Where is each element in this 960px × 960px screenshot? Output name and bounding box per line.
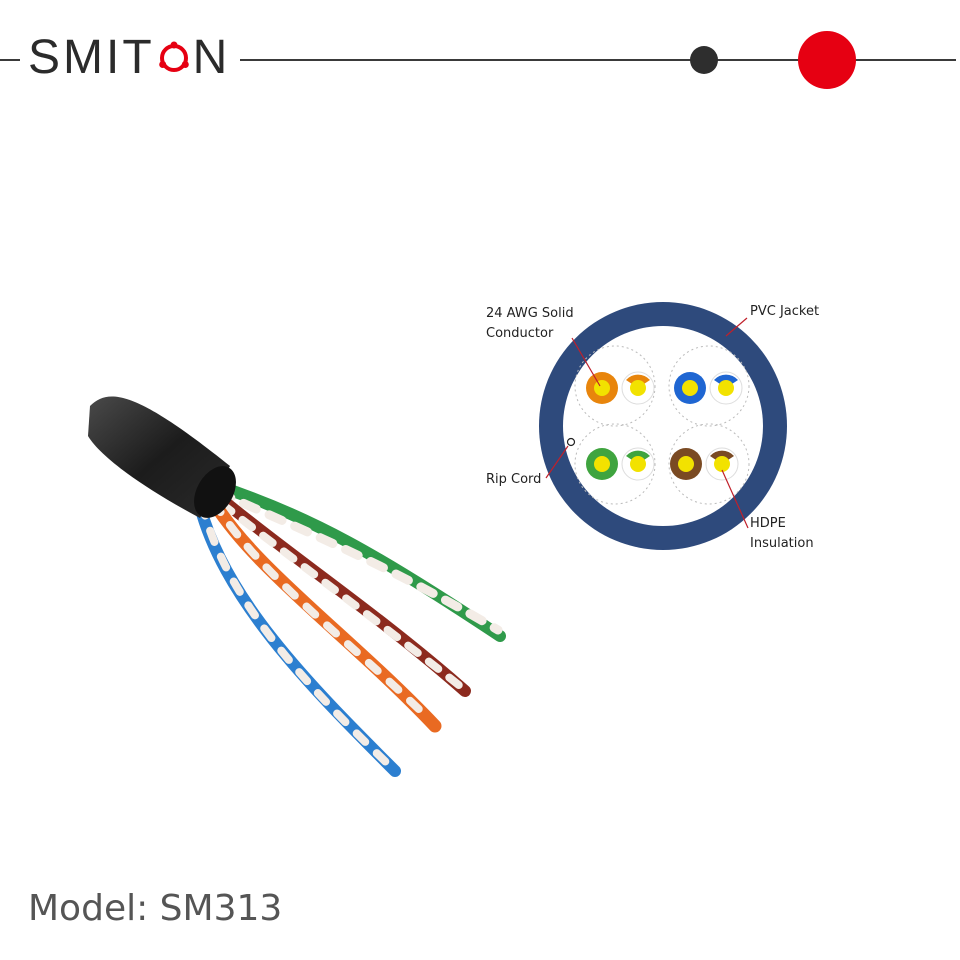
header-rule [240,59,956,61]
header: SMIT N [0,0,960,120]
brand-text-left: SMIT [28,31,155,84]
model-label: Model: SM313 [28,888,283,929]
cable-photo [50,236,898,796]
header-dot-dark [690,46,718,74]
cable-jacket-end [194,466,236,518]
label-conductor-line2: Conductor [486,326,554,341]
wire-orange-white [210,498,434,724]
label-conductor-line1: 24 AWG Solid [486,306,574,321]
brand-text-right: N [192,31,231,84]
label-insulation-line1: HDPE [750,516,786,531]
label-jacket: PVC Jacket [750,304,820,319]
header-dot-red [798,31,856,89]
wire-brown-white [218,500,464,690]
label-ripcord: Rip Cord [486,472,542,487]
header-rule-left [0,59,20,61]
cable-jacket [88,396,230,518]
brand-logo: SMIT N [28,28,230,88]
label-conductor: 24 AWG Solid Conductor [486,304,574,344]
wire-blue-white [198,500,394,770]
label-insulation: HDPE Insulation [750,514,814,554]
brand-o-icon [157,41,191,75]
label-insulation-line2: Insulation [750,536,814,551]
wire-green-white [213,487,503,635]
